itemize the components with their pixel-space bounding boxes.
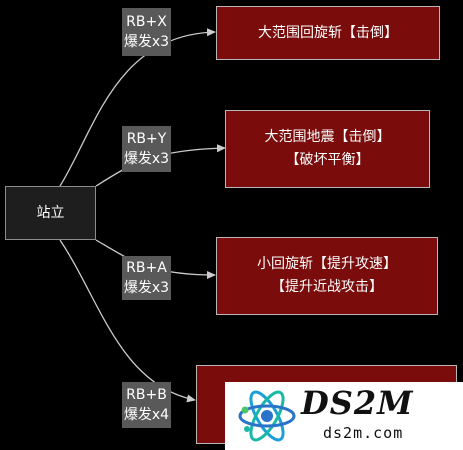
edge-3-input: RB+A bbox=[126, 260, 167, 276]
edge-label-1: RB+X 爆发x3 bbox=[122, 8, 171, 56]
move-2-line-2: 【破坏平衡】 bbox=[285, 152, 370, 168]
edge-label-2: RB+Y 爆发x3 bbox=[122, 126, 171, 172]
move-3-line-1: 小回旋斩【提升攻速】 bbox=[257, 256, 397, 272]
edge-label-4: RB+B 爆发x4 bbox=[122, 382, 171, 428]
edge-1-input: RB+X bbox=[126, 14, 167, 30]
node-move-2: 大范围地震【击倒】 【破坏平衡】 bbox=[225, 110, 430, 188]
watermark-domain: ds2m.com bbox=[323, 424, 404, 442]
edge-label-3: RB+A 爆发x3 bbox=[122, 256, 171, 300]
edge-3-burst: 爆发x3 bbox=[123, 280, 170, 296]
edge-2-burst: 爆发x3 bbox=[123, 151, 170, 167]
edge-4-burst: 爆发x4 bbox=[123, 407, 170, 423]
node-standing-label: 站立 bbox=[36, 204, 65, 221]
move-1-line-1: 大范围回旋斩【击倒】 bbox=[258, 24, 398, 41]
watermark: DS2M ds2m.com bbox=[225, 382, 463, 450]
move-2-line-1: 大范围地震【击倒】 bbox=[264, 129, 391, 145]
edge-2-input: RB+Y bbox=[126, 131, 167, 147]
node-move-1: 大范围回旋斩【击倒】 bbox=[216, 6, 440, 60]
node-standing: 站立 bbox=[5, 186, 96, 240]
node-move-3: 小回旋斩【提升攻速】 【提升近战攻击】 bbox=[216, 237, 438, 315]
edge-to-move-1 bbox=[59, 28, 216, 187]
edge-1-burst: 爆发x3 bbox=[123, 34, 170, 50]
watermark-name: DS2M bbox=[301, 384, 414, 422]
edge-4-input: RB+B bbox=[126, 387, 167, 403]
move-3-line-2: 【提升近战攻击】 bbox=[271, 279, 383, 295]
atom-logo-icon bbox=[238, 390, 296, 442]
